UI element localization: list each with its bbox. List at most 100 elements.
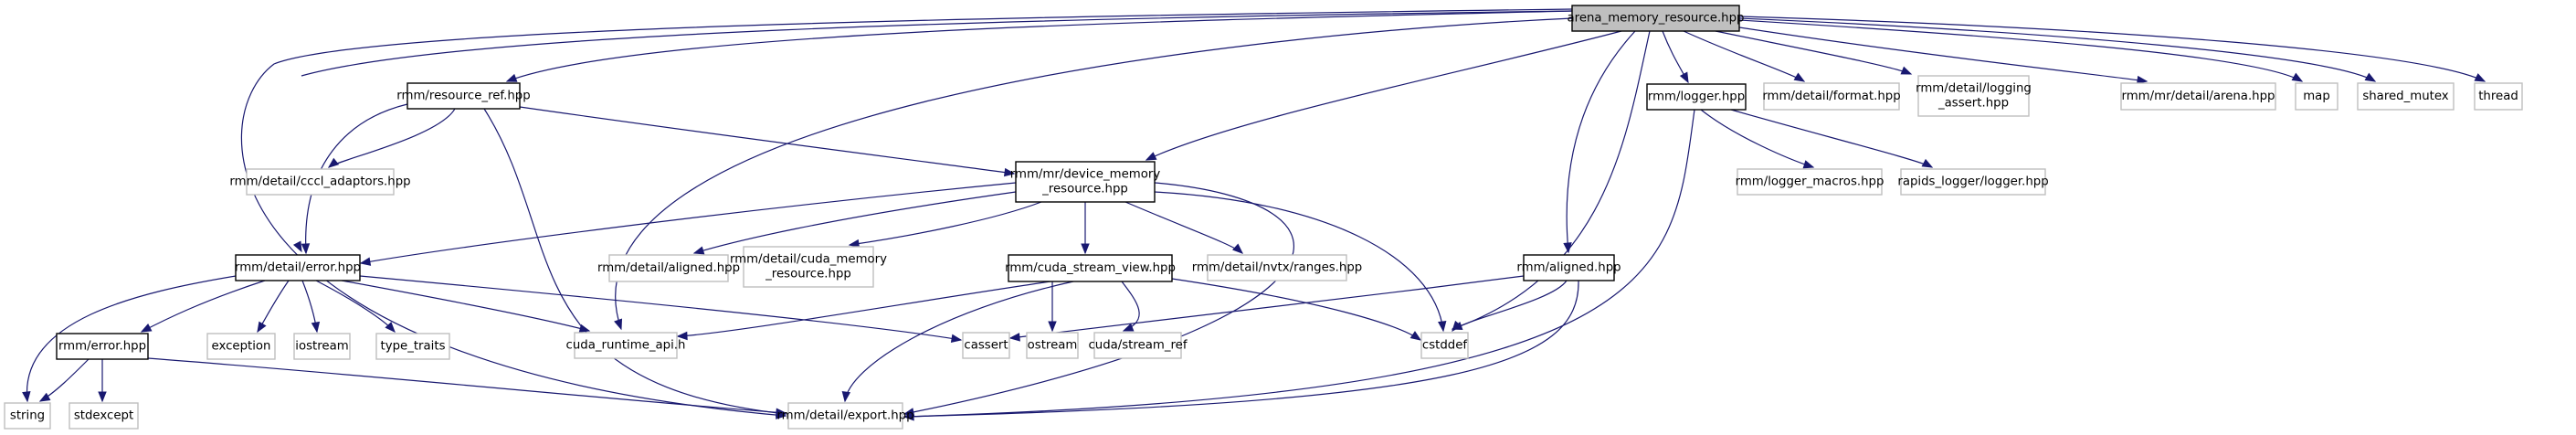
edge-device_memory_resource-to-nvtx_ranges xyxy=(1124,201,1244,254)
edge-line xyxy=(1154,191,1444,332)
node-box xyxy=(1646,83,1747,111)
node-cccl-adaptors: rmm/detail/cccl_adaptors.hpp xyxy=(229,168,411,196)
edge-arrowhead xyxy=(2136,75,2148,85)
node-detail-error[interactable]: rmm/detail/error.hpp xyxy=(235,254,361,281)
node-box xyxy=(1207,254,1347,281)
node-label: shared_mutex xyxy=(2362,90,2448,103)
edge-line xyxy=(359,275,962,341)
edge-arrowhead xyxy=(1793,72,1806,82)
edge-device_memory_resource-to-detail_error xyxy=(359,182,1017,266)
edge-resource_ref-to-detail_error xyxy=(301,103,408,255)
edge-root-to-format xyxy=(1683,30,1806,82)
edge-line xyxy=(519,106,1015,175)
node-box xyxy=(1900,168,2046,196)
node-shared-mutex: shared_mutex xyxy=(2357,82,2455,111)
edge-line xyxy=(844,281,1074,402)
edge-line xyxy=(341,280,590,332)
edge-arrowhead xyxy=(1048,321,1057,333)
node-label: rmm/aligned.hpp xyxy=(1516,261,1621,275)
node-type-traits: type_traits xyxy=(375,333,450,360)
node-box xyxy=(1737,168,1883,196)
edge-cuda_stream_view-to-export xyxy=(841,281,1074,403)
edge-logger-to-logger_macros xyxy=(1700,109,1815,169)
node-error[interactable]: rmm/error.hpp xyxy=(56,333,149,360)
edge-aligned-to-cstddef xyxy=(1452,280,1568,333)
edge-arrowhead xyxy=(301,243,311,255)
node-label: ostream xyxy=(1028,339,1078,353)
edge-arrowhead xyxy=(1679,71,1689,84)
node-label: rmm/cuda_stream_view.hpp xyxy=(1005,261,1176,275)
edge-arrowhead xyxy=(2364,72,2377,82)
edge-arrowhead xyxy=(1802,160,1815,169)
node-box xyxy=(1026,332,1079,359)
node-box xyxy=(2474,82,2523,111)
node-label: exception xyxy=(212,340,271,354)
edge-line xyxy=(301,10,1573,77)
edge-arrowhead xyxy=(1081,243,1090,255)
edge-detail_error-to-error xyxy=(140,280,266,333)
edges-layer xyxy=(22,8,2486,421)
node-box xyxy=(206,333,276,360)
edge-detail_error-to-type_traits xyxy=(315,280,396,333)
node-box xyxy=(246,168,395,196)
node-box xyxy=(574,332,678,359)
edge-root-to-thread xyxy=(1738,16,2486,82)
edge-error-to-string xyxy=(38,358,90,402)
node-format: rmm/detail/format.hpp xyxy=(1762,82,1901,111)
edge-arrowhead xyxy=(257,321,267,334)
edge-line xyxy=(240,8,1573,417)
edge-arrowhead xyxy=(311,321,321,334)
node-thread: thread xyxy=(2474,82,2523,111)
edge-arrowhead xyxy=(327,157,340,168)
edge-cuda_stream_view-to-cstddef xyxy=(1171,278,1422,341)
node-box xyxy=(608,254,729,282)
node-box xyxy=(375,333,450,360)
edge-logger-to-rapids_logger xyxy=(1730,109,1934,168)
node-cuda-stream-view[interactable]: rmm/cuda_stream_view.hpp xyxy=(1005,254,1176,282)
node-cstddef: cstddef xyxy=(1420,332,1469,359)
node-box xyxy=(235,254,361,281)
edge-line xyxy=(26,275,237,402)
node-logger-macros: rmm/logger_macros.hpp xyxy=(1736,168,1884,196)
node-label: map xyxy=(2303,90,2330,103)
node-logger[interactable]: rmm/logger.hpp xyxy=(1646,83,1747,111)
node-box xyxy=(1523,254,1615,281)
edge-arrowhead xyxy=(1900,66,1913,75)
edge-line xyxy=(1145,30,1622,161)
node-label: stdexcept xyxy=(74,409,133,423)
node-label: rmm/mr/detail/arena.hpp xyxy=(2122,90,2275,103)
edge-arrowhead xyxy=(140,323,153,333)
edge-line xyxy=(693,191,1017,254)
node-box xyxy=(1571,5,1740,32)
edge-arrowhead xyxy=(1008,333,1020,342)
node-aligned[interactable]: rmm/aligned.hpp xyxy=(1516,254,1621,281)
node-label: rmm/logger_macros.hpp xyxy=(1736,175,1884,189)
node-label: _assert.hpp xyxy=(1937,97,2009,111)
edge-root-to-cuda_runtime_api xyxy=(614,17,1573,331)
node-device-memory-resource[interactable]: rmm/mr/device_memory_resource.hpp xyxy=(1010,161,1161,203)
edge-device_memory_resource-to-detail_aligned xyxy=(692,191,1017,255)
edge-detail_error-to-cuda_runtime_api xyxy=(341,280,591,333)
edge-cuda_stream_view-to-cuda_runtime_api xyxy=(676,281,1051,341)
edge-arrowhead xyxy=(841,390,851,403)
node-label: rmm/detail/nvtx/ranges.hpp xyxy=(1192,261,1362,275)
node-resource-ref[interactable]: rmm/resource_ref.hpp xyxy=(396,82,531,110)
edge-root-to-resource_ref xyxy=(505,10,1573,82)
edge-root-to-logging_assert xyxy=(1715,30,1913,75)
edge-device_memory_resource-to-cuda_stream_view xyxy=(1081,202,1090,255)
edge-detail_error-to-string xyxy=(22,275,237,403)
node-label: rmm/detail/cccl_adaptors.hpp xyxy=(229,175,410,189)
node-label: cuda_runtime_api.h xyxy=(566,339,686,353)
edge-detail_error-to-cassert xyxy=(359,275,963,343)
node-label: rmm/detail/format.hpp xyxy=(1762,90,1900,103)
edge-line xyxy=(1700,109,1814,168)
node-label: cstddef xyxy=(1422,339,1468,353)
edge-arrowhead xyxy=(848,239,860,249)
node-label: thread xyxy=(2478,90,2518,103)
node-box xyxy=(1763,82,1900,111)
node-exception: exception xyxy=(206,333,276,360)
edge-line xyxy=(1124,201,1243,254)
node-label: rmm/detail/export.hpp xyxy=(776,409,913,423)
edge-device_memory_resource-to-cuda_memory_resource xyxy=(848,201,1042,249)
node-box xyxy=(1015,161,1156,203)
